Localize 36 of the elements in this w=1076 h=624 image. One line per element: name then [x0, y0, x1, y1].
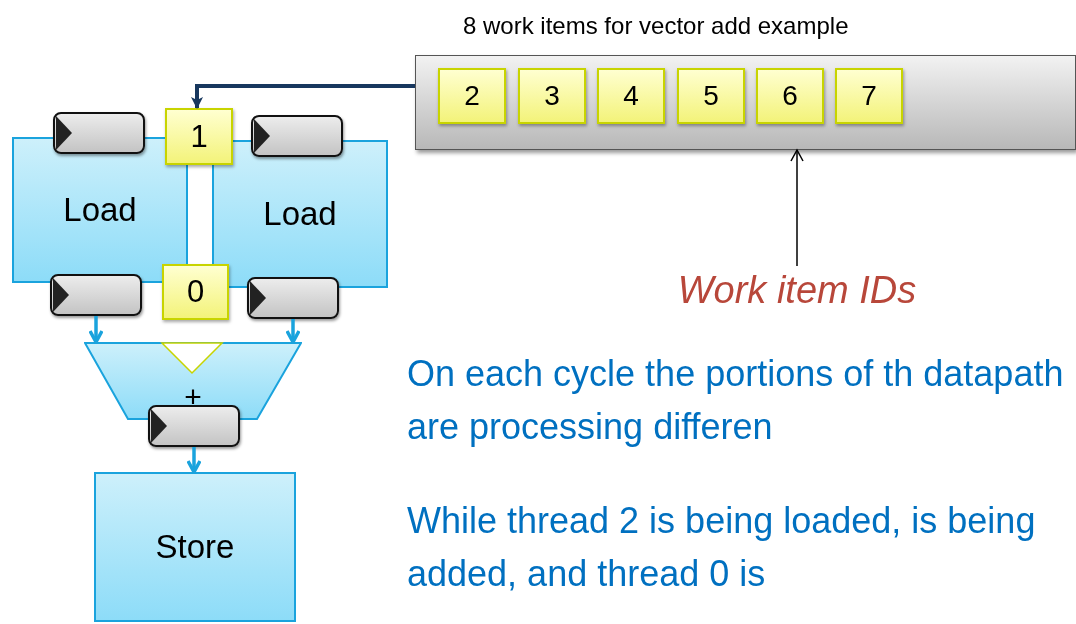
stage-label: Load — [263, 195, 337, 233]
stage-label: Store — [155, 528, 235, 566]
arrow — [790, 149, 804, 267]
work-item-box — [597, 68, 665, 124]
stage-label: Load — [63, 191, 137, 229]
store-stage-box — [94, 472, 296, 622]
arrow — [88, 316, 104, 344]
work-item-box — [835, 68, 903, 124]
item-number: 7 — [861, 80, 877, 112]
adder-trapezoid — [84, 342, 302, 420]
work-item-box — [165, 108, 233, 165]
arrow — [191, 84, 415, 109]
register-box — [50, 274, 142, 316]
item-number: 6 — [782, 80, 798, 112]
item-number: 5 — [703, 80, 719, 112]
body-text: While thread 2 is being loaded, is being added, and thread 0 is — [407, 499, 1037, 596]
array-heading: 8 work items for vector add example — [463, 12, 849, 40]
arrow — [186, 447, 202, 474]
body-text: On each cycle the portions of th datapath are processing differen — [407, 352, 1065, 449]
register-box — [148, 405, 240, 447]
item-number: 4 — [623, 80, 639, 112]
register-box — [247, 277, 339, 319]
register-box — [251, 115, 343, 157]
item-number: 1 — [190, 118, 208, 155]
register-box — [53, 112, 145, 154]
work-item-box — [756, 68, 824, 124]
operator-symbol: + — [184, 380, 202, 414]
item-number: 2 — [464, 80, 480, 112]
item-number: 3 — [544, 80, 560, 112]
arrow — [285, 319, 301, 344]
work-item-box — [438, 68, 506, 124]
annotation-text: Work item IDs — [640, 266, 954, 314]
work-item-box — [162, 264, 229, 320]
work-item-box — [677, 68, 745, 124]
work-item-box — [518, 68, 586, 124]
item-number: 0 — [186, 274, 205, 310]
